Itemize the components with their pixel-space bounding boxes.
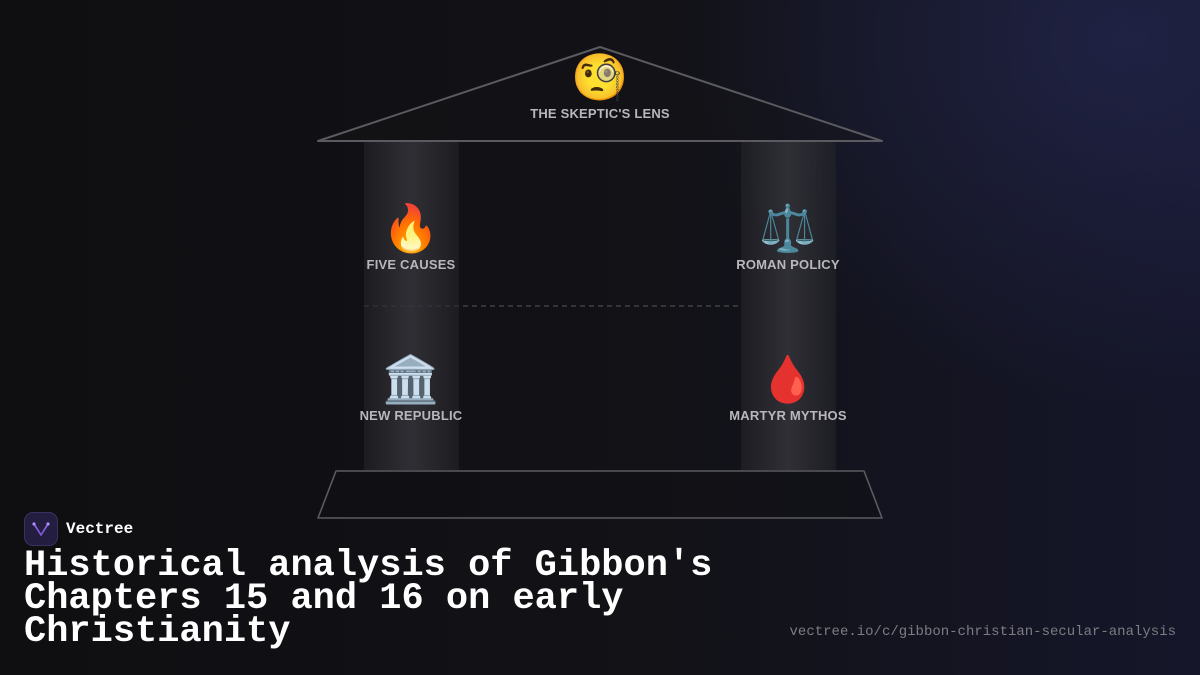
pillar-item-new-republic: 🏛️ NEW REPUBLIC — [311, 352, 511, 423]
roof-label: THE SKEPTIC'S LENS — [530, 106, 670, 121]
balance-scale-icon: ⚖️ — [759, 201, 817, 255]
fire-icon: 🔥 — [382, 201, 440, 255]
page-title: Historical analysis of Gibbon's Chapters… — [24, 545, 713, 653]
pillar-item-martyr-mythos: 🩸 MARTYR MYTHOS — [688, 352, 888, 423]
brand: Vectree — [24, 512, 133, 546]
pillar-label-roman-policy: ROMAN POLICY — [736, 257, 840, 272]
source-url[interactable]: vectree.io/c/gibbon-christian-secular-an… — [789, 624, 1176, 640]
roof-item: 🧐 THE SKEPTIC'S LENS — [500, 50, 700, 121]
pillar-label-new-republic: NEW REPUBLIC — [359, 408, 463, 423]
left-column — [364, 142, 459, 470]
pillar-label-five-causes: FIVE CAUSES — [366, 257, 456, 272]
pillar-item-five-causes: 🔥 FIVE CAUSES — [311, 201, 511, 272]
blood-drop-icon: 🩸 — [759, 352, 817, 406]
pillar-item-roman-policy: ⚖️ ROMAN POLICY — [688, 201, 888, 272]
right-column — [741, 142, 836, 470]
monocle-face-icon: 🧐 — [571, 50, 629, 104]
classical-building-icon: 🏛️ — [382, 352, 440, 406]
pillar-label-martyr-mythos: MARTYR MYTHOS — [729, 408, 847, 423]
temple-base — [317, 470, 883, 519]
temple-roof — [317, 46, 883, 142]
brand-name: Vectree — [66, 520, 134, 538]
vectree-logo-icon — [24, 512, 58, 546]
